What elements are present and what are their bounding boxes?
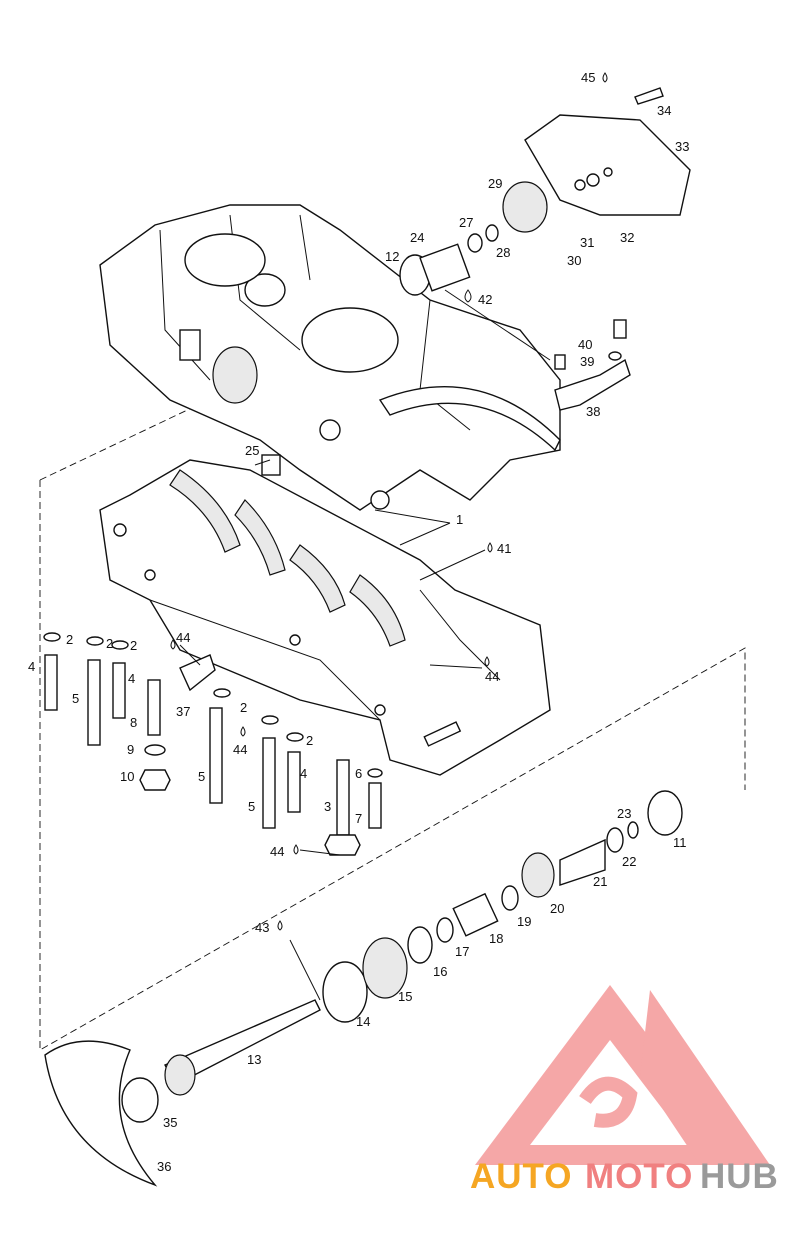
output-shaft-assembly	[44, 790, 683, 1187]
label-44: 44	[485, 669, 499, 684]
label-2: 2	[66, 632, 73, 647]
oil-drop-icon	[487, 542, 493, 553]
label-4: 4	[128, 671, 135, 686]
label-38: 38	[586, 404, 600, 419]
label-37: 37	[176, 704, 190, 719]
label-13: 13	[247, 1052, 261, 1067]
label-31: 31	[580, 235, 594, 250]
label-42: 42	[478, 292, 492, 307]
leader-lines	[179, 289, 551, 1001]
label-25: 25	[245, 443, 259, 458]
label-1: 1	[456, 512, 463, 527]
oil-drop-icon	[277, 920, 283, 931]
label-11: 11	[673, 835, 687, 850]
label-28: 28	[496, 245, 510, 260]
label-43: 43	[255, 920, 269, 935]
oil-drop-icon	[484, 656, 490, 667]
label-22: 22	[622, 854, 636, 869]
label-30: 30	[567, 253, 581, 268]
label-18: 18	[489, 931, 503, 946]
label-36: 36	[157, 1159, 171, 1174]
watermark-moto: MOTO	[585, 1157, 693, 1196]
label-12: 12	[385, 249, 399, 264]
label-5: 5	[72, 691, 79, 706]
label-41: 41	[497, 541, 511, 556]
label-8: 8	[130, 715, 137, 730]
label-2: 2	[240, 700, 247, 715]
watermark-auto: AUTO	[470, 1157, 573, 1196]
label-19: 19	[517, 914, 531, 929]
label-39: 39	[580, 354, 594, 369]
label-20: 20	[550, 901, 564, 916]
label-17: 17	[455, 944, 469, 959]
oil-drop-icon	[293, 844, 299, 855]
label-27: 27	[459, 215, 473, 230]
label-14: 14	[356, 1014, 370, 1029]
upper-crankcase	[99, 204, 561, 511]
part-labels: 1 2 2 2 2 2 3 4 4 4 5 5 5 6 7 8 9 10 11 …	[28, 70, 689, 1174]
label-5: 5	[248, 799, 255, 814]
label-44: 44	[176, 630, 190, 645]
label-24: 24	[410, 230, 424, 245]
label-15: 15	[398, 989, 412, 1004]
label-45: 45	[581, 70, 595, 85]
watermark-text: AUTO MOTO HUB	[470, 1157, 779, 1196]
label-21: 21	[593, 874, 607, 889]
label-34: 34	[657, 103, 671, 118]
oil-drop-icons	[170, 72, 608, 931]
watermark-hub: HUB	[700, 1157, 779, 1196]
label-35: 35	[163, 1115, 177, 1130]
label-4: 4	[28, 659, 35, 674]
label-32: 32	[620, 230, 634, 245]
hardware-studs	[43, 454, 383, 856]
water-pump-assembly	[399, 87, 691, 411]
label-2: 2	[130, 638, 137, 653]
label-2: 2	[306, 733, 313, 748]
label-9: 9	[127, 742, 134, 757]
label-44: 44	[270, 844, 284, 859]
label-10: 10	[120, 769, 134, 784]
label-23: 23	[617, 806, 631, 821]
label-6: 6	[355, 766, 362, 781]
label-2: 2	[106, 636, 113, 651]
label-29: 29	[488, 176, 502, 191]
lower-crankcase	[99, 459, 551, 776]
label-16: 16	[433, 964, 447, 979]
oil-drop-icon	[602, 72, 608, 83]
label-33: 33	[675, 139, 689, 154]
reference-frame	[39, 384, 746, 1051]
label-40: 40	[578, 337, 592, 352]
label-5: 5	[198, 769, 205, 784]
label-3: 3	[324, 799, 331, 814]
label-4: 4	[300, 766, 307, 781]
oil-drop-icon	[464, 289, 472, 303]
label-7: 7	[355, 811, 362, 826]
oil-drop-icon	[170, 639, 176, 650]
label-44: 44	[233, 742, 247, 757]
watermark-logo	[475, 985, 770, 1165]
oil-drop-icon	[240, 726, 246, 737]
